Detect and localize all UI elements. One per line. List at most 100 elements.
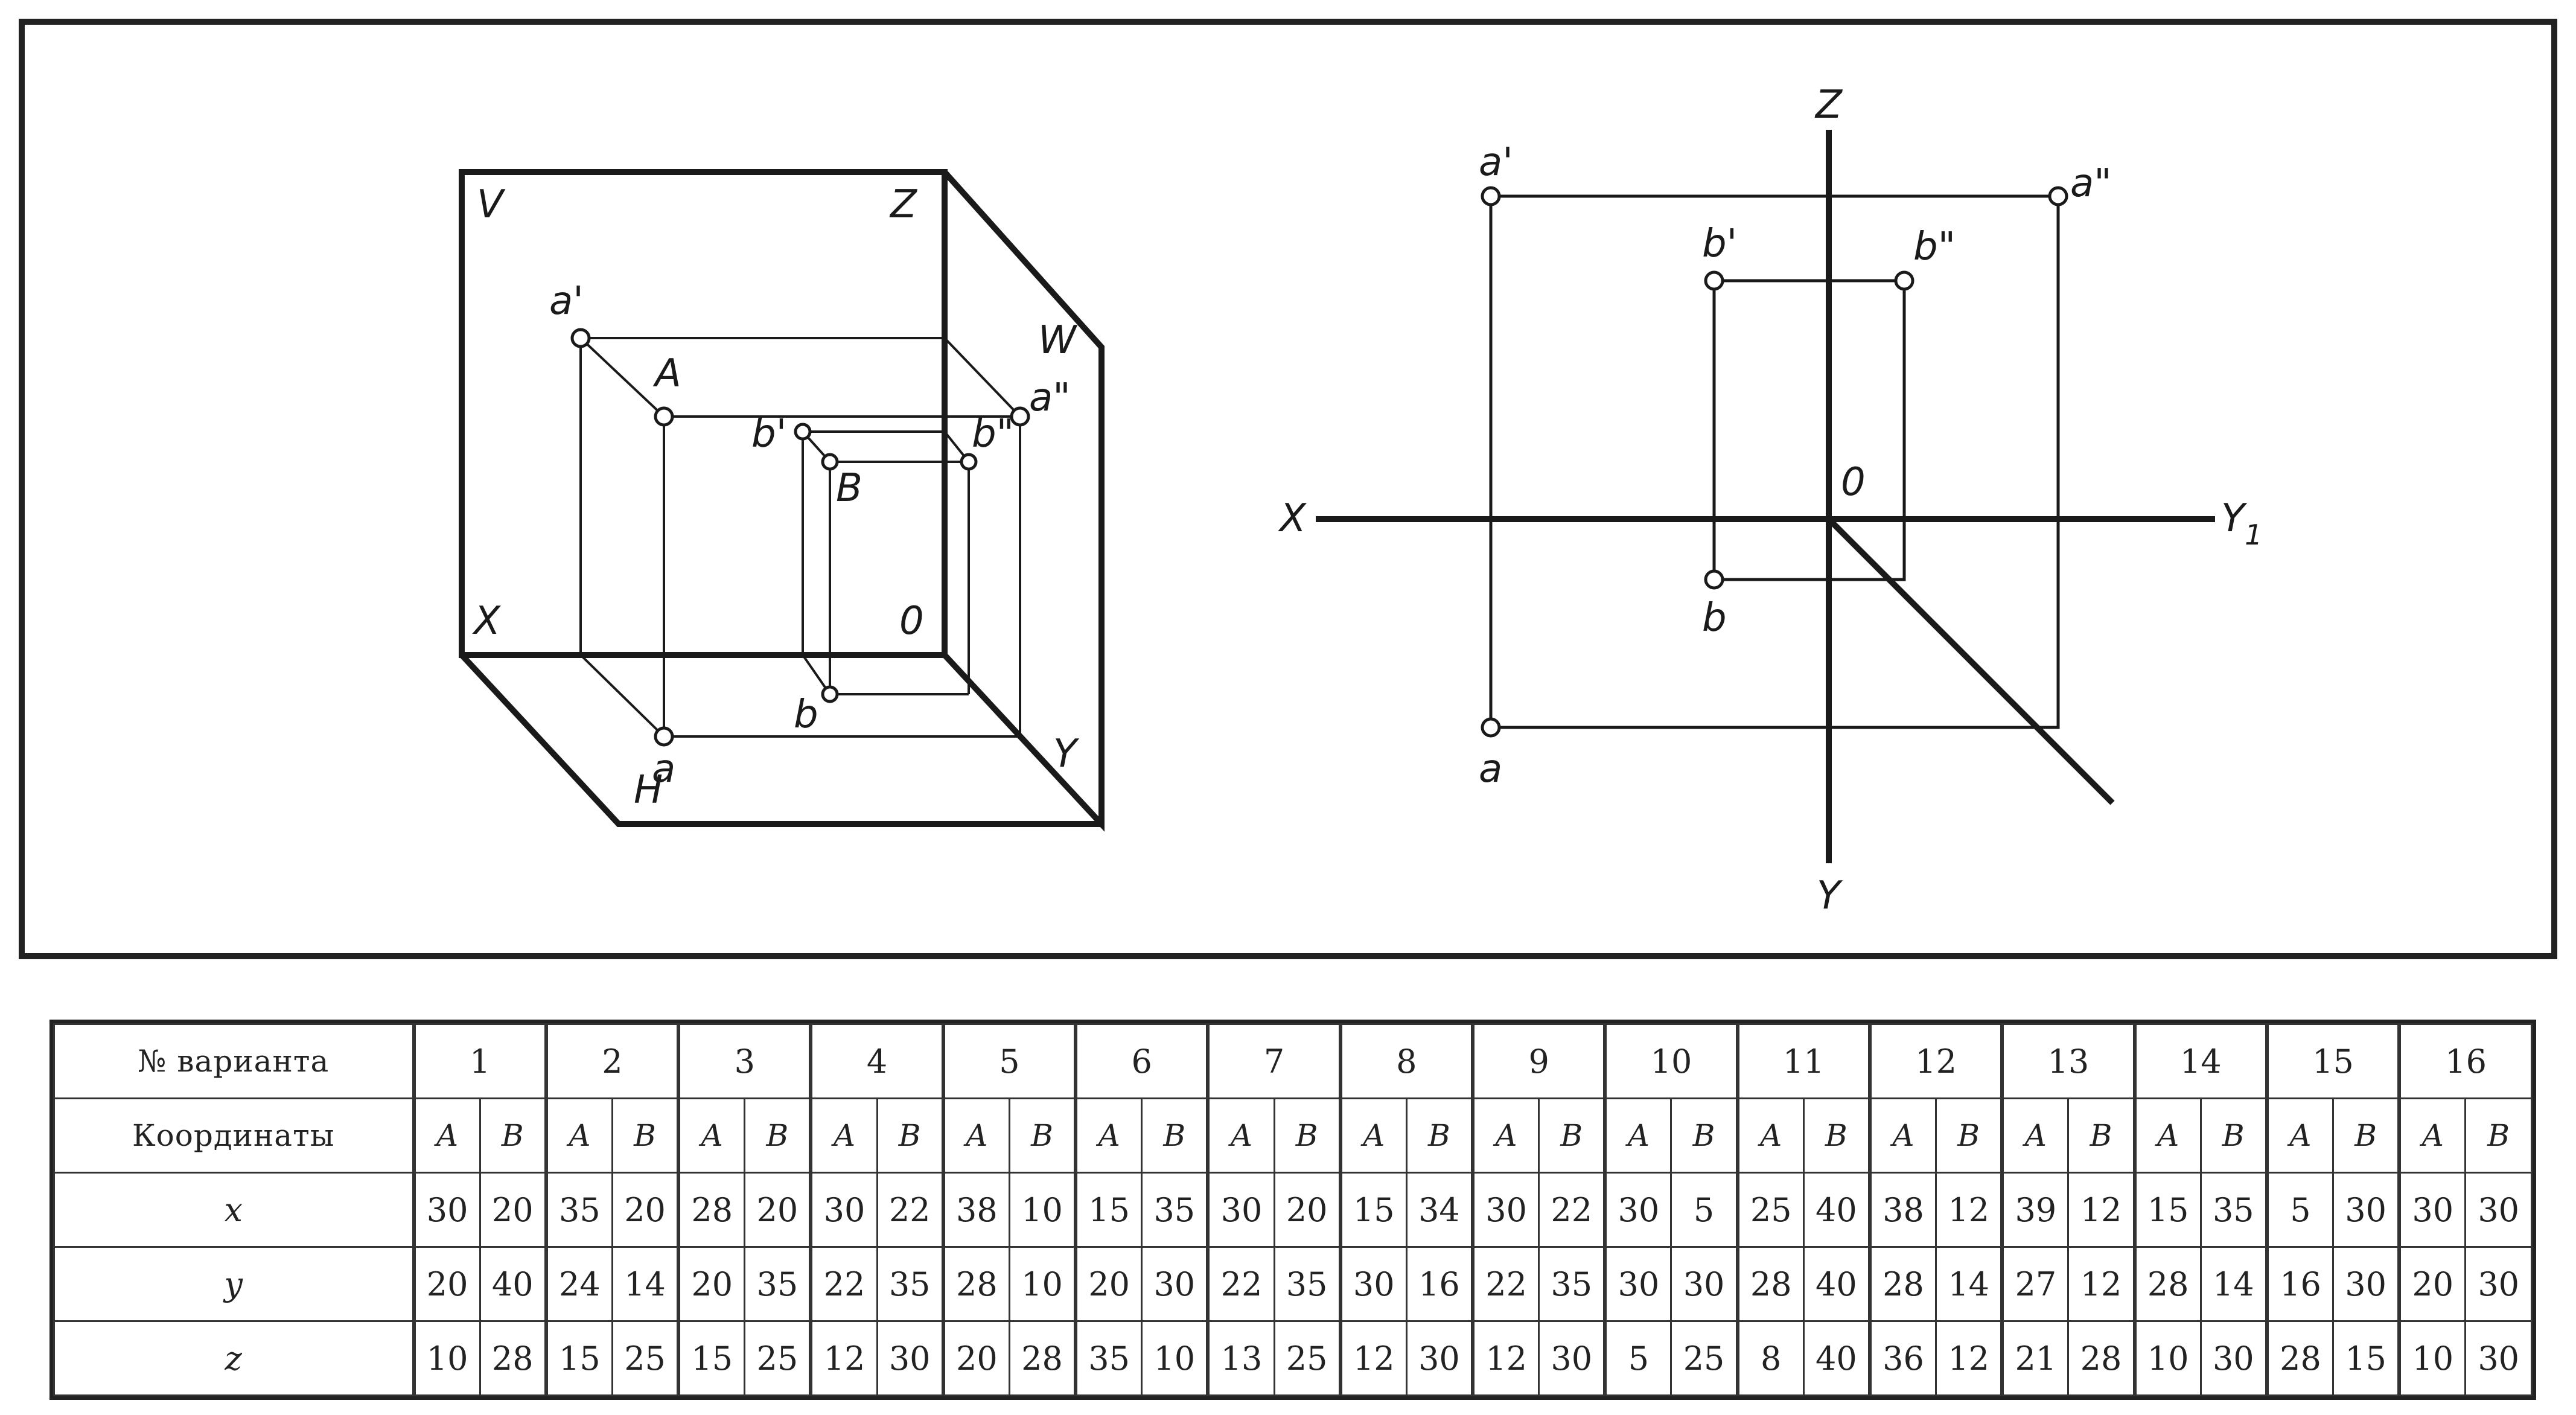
- table-value-cell: 39: [2000, 1172, 2070, 1248]
- variant-number-cell: 16: [2397, 1023, 2533, 1099]
- point-letter-cell: B: [1141, 1097, 1209, 1174]
- table-value-cell: 10: [1008, 1246, 1077, 1322]
- point-letter-cell: A: [2000, 1097, 2070, 1174]
- variant-header-cell: № варианта: [53, 1023, 415, 1099]
- table-value-cell: 15: [2332, 1320, 2400, 1396]
- label-plane-v: V: [477, 182, 506, 227]
- table-value-cell: 20: [412, 1246, 481, 1322]
- spatial-model-labels: V Z W a' A a" b' b" B X 0 b a Y H: [472, 182, 1080, 813]
- epure-label-y: Y: [1817, 874, 1843, 918]
- point-letter-cell: B: [876, 1097, 945, 1174]
- variant-number-cell: 3: [677, 1023, 812, 1099]
- spatial-model-diagram: [459, 169, 1105, 832]
- variant-number-cell: 15: [2265, 1023, 2400, 1099]
- table-value-cell: 40: [1802, 1172, 1871, 1248]
- point-letter-cell: B: [611, 1097, 680, 1174]
- table-value-cell: 38: [941, 1172, 1010, 1248]
- table-value-cell: 28: [2132, 1246, 2202, 1322]
- point-letter-cell: B: [2067, 1097, 2136, 1174]
- epure-point-a-front: [1481, 186, 1501, 206]
- table-value-cell: 12: [1935, 1172, 2003, 1248]
- point-b-top: [821, 685, 839, 703]
- plane-h: [459, 653, 1101, 827]
- table-value-cell: 30: [1471, 1172, 1540, 1248]
- table-value-cell: 28: [479, 1320, 547, 1396]
- point-letter-cell: B: [2464, 1097, 2533, 1174]
- table-value-cell: 22: [809, 1246, 878, 1322]
- point-letter-cell: A: [1867, 1097, 1937, 1174]
- table-value-cell: 15: [1074, 1172, 1143, 1248]
- table-value-cell: 13: [1206, 1320, 1275, 1396]
- table-value-cell: 14: [1935, 1246, 2003, 1322]
- table-value-cell: 40: [1802, 1320, 1871, 1396]
- table-value-cell: 15: [1338, 1172, 1408, 1248]
- coordinate-label-cell: z: [53, 1320, 415, 1396]
- epure-label-a-front: a': [1479, 140, 1513, 185]
- epure-diagram: [1316, 130, 2215, 863]
- variant-number-cell: 1: [412, 1023, 547, 1099]
- plane-w: [942, 170, 1105, 832]
- epure-label-a-side: a": [2070, 161, 2112, 206]
- label-a-side: a": [1029, 375, 1071, 420]
- point-letter-cell: A: [941, 1097, 1010, 1174]
- table-value-cell: 20: [1074, 1246, 1143, 1322]
- label-b-space: B: [836, 466, 862, 511]
- table-value-cell: 30: [876, 1320, 945, 1396]
- table-value-cell: 12: [2067, 1246, 2136, 1322]
- table-value-cell: 16: [1405, 1246, 1474, 1322]
- table-value-cell: 30: [1538, 1320, 1606, 1396]
- table-value-cell: 28: [1867, 1246, 1937, 1322]
- table-value-cell: 35: [1141, 1172, 1209, 1248]
- point-letter-cell: B: [2332, 1097, 2400, 1174]
- table-value-cell: 28: [677, 1172, 746, 1248]
- point-letter-cell: A: [1074, 1097, 1143, 1174]
- label-origin: 0: [899, 599, 924, 644]
- variant-number-cell: 9: [1470, 1023, 1606, 1099]
- table-value-cell: 27: [2000, 1246, 2070, 1322]
- table-value-cell: 28: [1008, 1320, 1077, 1396]
- table-value-cell: 35: [744, 1246, 812, 1322]
- table-value-cell: 15: [677, 1320, 746, 1396]
- table-value-cell: 28: [2265, 1320, 2335, 1396]
- plane-v: [459, 169, 948, 658]
- table-value-cell: 35: [2199, 1172, 2268, 1248]
- variant-number-cell: 6: [1074, 1023, 1209, 1099]
- point-letter-cell: B: [479, 1097, 547, 1174]
- label-b-front: b': [751, 412, 786, 456]
- variant-number-cell: 14: [2132, 1023, 2268, 1099]
- variant-number-cell: 2: [544, 1023, 680, 1099]
- a-projector-top: [579, 337, 1020, 418]
- variant-number-cell: 13: [2000, 1023, 2136, 1099]
- variant-number-cell: 12: [1867, 1023, 2003, 1099]
- epure-labels: Z a' a" b' b" 0 X Y1 b a Y: [1278, 83, 2262, 918]
- label-a-front: a': [549, 279, 584, 324]
- point-letter-cell: A: [2265, 1097, 2335, 1174]
- table-value-cell: 14: [611, 1246, 680, 1322]
- table-value-cell: 14: [2199, 1246, 2268, 1322]
- label-b-side: b": [972, 412, 1014, 456]
- variant-number-cell: 5: [941, 1023, 1077, 1099]
- table-value-cell: 28: [1735, 1246, 1805, 1322]
- point-letter-cell: A: [1735, 1097, 1805, 1174]
- label-a-top: a: [652, 747, 675, 791]
- table-value-cell: 20: [479, 1172, 547, 1248]
- variant-number-cell: 10: [1603, 1023, 1739, 1099]
- label-axis-x: X: [472, 599, 501, 644]
- epure-point-b-side: [1894, 270, 1914, 291]
- label-a-space: A: [652, 351, 681, 396]
- figure-frame: V Z W a' A a" b' b" B X 0 b a Y H: [18, 18, 2558, 960]
- table-value-cell: 30: [412, 1172, 481, 1248]
- table-value-cell: 20: [611, 1172, 680, 1248]
- point-letter-cell: B: [1538, 1097, 1606, 1174]
- table-value-cell: 12: [809, 1320, 878, 1396]
- table-value-cell: 30: [1603, 1172, 1672, 1248]
- epure-point-b-front: [1704, 270, 1724, 291]
- table-value-cell: 12: [2067, 1172, 2136, 1248]
- point-letter-cell: B: [744, 1097, 812, 1174]
- table-value-cell: 35: [1538, 1246, 1606, 1322]
- table-value-cell: 30: [2397, 1172, 2467, 1248]
